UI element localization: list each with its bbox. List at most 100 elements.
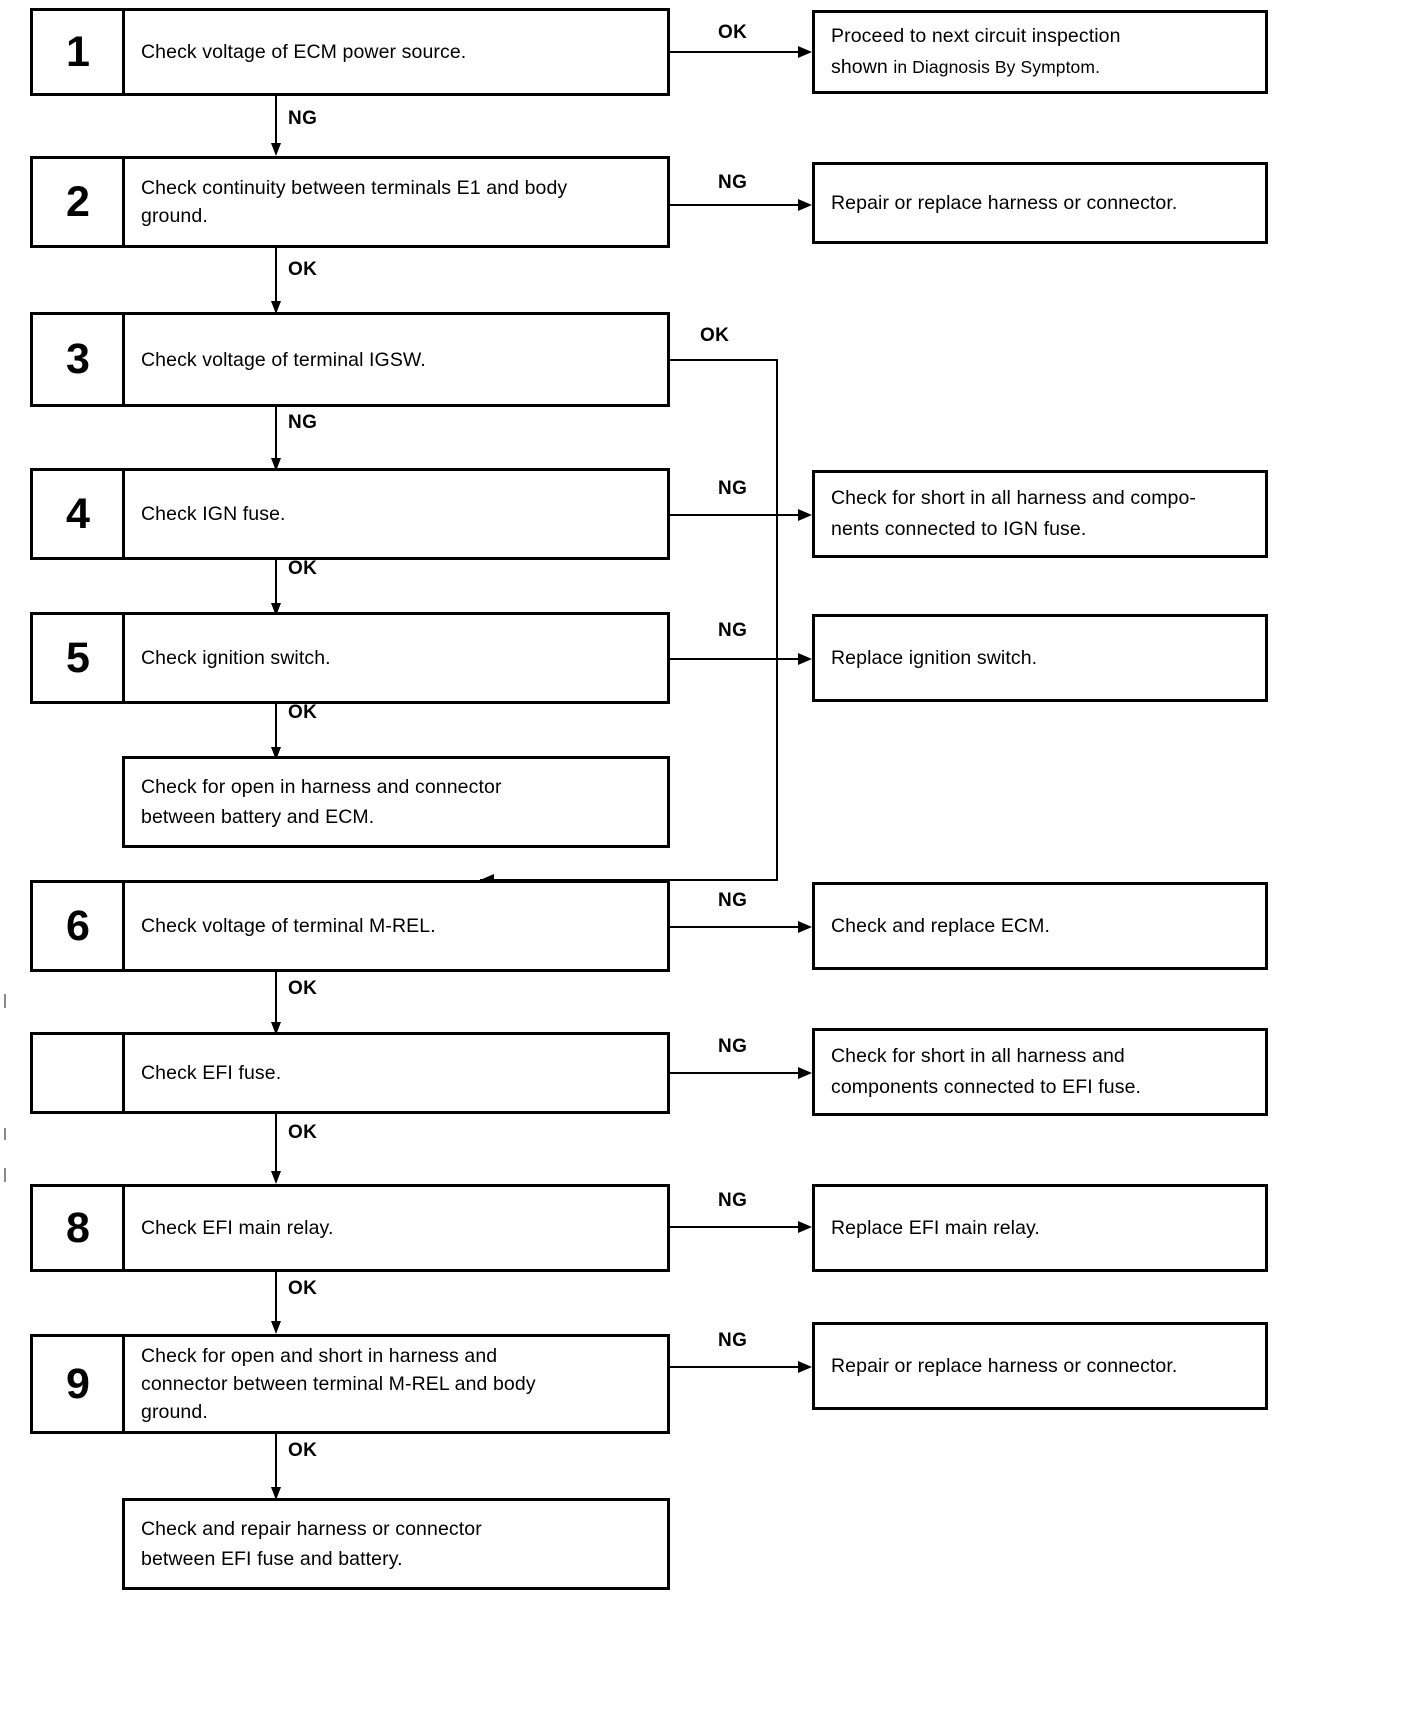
- step-text-6: Check voltage of terminal M-REL.: [141, 915, 436, 937]
- arrowhead-step4-ok: [271, 603, 281, 616]
- result-text-8: Repair or replace harness or connector.: [831, 1354, 1178, 1377]
- step-text-5: Check ignition switch.: [141, 647, 331, 669]
- scan-artifact: [4, 994, 6, 1008]
- step-body-2: Check continuity between terminals E1 an…: [125, 159, 667, 245]
- step-box-6[interactable]: 6 Check voltage of terminal M-REL.: [30, 880, 670, 972]
- step-text-9: Check for open and short in harness and …: [141, 1345, 536, 1423]
- step-number-4: 4: [33, 471, 125, 557]
- connector-step4-ng: [670, 514, 802, 516]
- connector-step1-ng: [275, 96, 277, 146]
- connector-step5-ng: [670, 658, 802, 660]
- step-text-1: Check voltage of ECM power source.: [141, 41, 467, 63]
- step-body-7: Check EFI fuse.: [125, 1035, 667, 1111]
- result-text-5: Check and replace ECM.: [831, 914, 1050, 937]
- connector-step7-ng: [670, 1072, 802, 1074]
- step-number-7: [33, 1035, 125, 1111]
- terminal-text-1: Check for open in harness and connector …: [141, 776, 502, 828]
- connector-step3-ok-vertical: [776, 359, 778, 881]
- step-body-6: Check voltage of terminal M-REL.: [125, 883, 667, 969]
- connector-step1-ok: [670, 51, 802, 53]
- step-number-6: 6: [33, 883, 125, 969]
- arrowhead-step9-ok: [271, 1487, 281, 1500]
- connector-step9-ok: [275, 1434, 277, 1490]
- edge-label-step9-ok: OK: [288, 1440, 318, 1461]
- connector-step9-ng: [670, 1366, 802, 1368]
- terminal-text-2: Check and repair harness or connector be…: [141, 1518, 482, 1570]
- step-number-1: 1: [33, 11, 125, 93]
- result-text-3: Check for short in all harness and compo…: [831, 487, 1197, 540]
- result-box-5[interactable]: Check and replace ECM.: [812, 882, 1268, 970]
- step-text-7: Check EFI fuse.: [141, 1062, 282, 1084]
- step-text-2: Check continuity between terminals E1 an…: [141, 177, 568, 227]
- result-box-8[interactable]: Repair or replace harness or connector.: [812, 1322, 1268, 1410]
- arrowhead-step8-ng: [798, 1221, 812, 1233]
- arrowhead-step9-ng: [798, 1361, 812, 1373]
- step-body-5: Check ignition switch.: [125, 615, 667, 701]
- connector-step8-ng: [670, 1226, 802, 1228]
- edge-label-step4-ok: OK: [288, 558, 318, 579]
- step-box-1[interactable]: 1 Check voltage of ECM power source.: [30, 8, 670, 96]
- arrowhead-step6-ng: [798, 921, 812, 933]
- result-text-6: Check for short in all harness and compo…: [831, 1045, 1142, 1098]
- edge-label-step5-ok: OK: [288, 702, 318, 723]
- step-box-7[interactable]: Check EFI fuse.: [30, 1032, 670, 1114]
- edge-label-step9-ng: NG: [718, 1330, 748, 1351]
- step-box-3[interactable]: 3 Check voltage of terminal IGSW.: [30, 312, 670, 407]
- connector-step8-ok: [275, 1272, 277, 1324]
- edge-label-step8-ok: OK: [288, 1278, 318, 1299]
- edge-label-step2-ok: OK: [288, 259, 318, 280]
- arrowhead-step6-ok: [271, 1022, 281, 1035]
- arrowhead-step5-ng: [798, 653, 812, 665]
- edge-label-step8-ng: NG: [718, 1190, 748, 1211]
- edge-label-step4-ng: NG: [718, 478, 748, 499]
- arrowhead-step5-ok: [271, 747, 281, 760]
- connector-step4-ok: [275, 560, 277, 606]
- terminal-box-2[interactable]: Check and repair harness or connector be…: [122, 1498, 670, 1590]
- edge-label-step6-ok: OK: [288, 978, 318, 999]
- step-body-9: Check for open and short in harness and …: [125, 1337, 667, 1431]
- edge-label-step1-ng: NG: [288, 108, 318, 129]
- step-number-5: 5: [33, 615, 125, 701]
- result-box-4[interactable]: Replace ignition switch.: [812, 614, 1268, 702]
- connector-step6-ng: [670, 926, 802, 928]
- result-box-7[interactable]: Replace EFI main relay.: [812, 1184, 1268, 1272]
- step-box-2[interactable]: 2 Check continuity between terminals E1 …: [30, 156, 670, 248]
- step-box-4[interactable]: 4 Check IGN fuse.: [30, 468, 670, 560]
- step-box-5[interactable]: 5 Check ignition switch.: [30, 612, 670, 704]
- edge-label-step7-ok: OK: [288, 1122, 318, 1143]
- result-text-7: Replace EFI main relay.: [831, 1216, 1040, 1239]
- connector-step2-ok: [275, 248, 277, 304]
- step-text-8: Check EFI main relay.: [141, 1217, 334, 1239]
- arrowhead-step7-ok: [271, 1171, 281, 1184]
- connector-step2-ng: [670, 204, 802, 206]
- edge-label-step5-ng: NG: [718, 620, 748, 641]
- arrowhead-step2-ok: [271, 301, 281, 314]
- result-box-6[interactable]: Check for short in all harness and compo…: [812, 1028, 1268, 1116]
- edge-label-step2-ng: NG: [718, 172, 748, 193]
- connector-step5-ok: [275, 704, 277, 750]
- step-box-9[interactable]: 9 Check for open and short in harness an…: [30, 1334, 670, 1434]
- edge-label-step1-ok: OK: [718, 22, 748, 43]
- terminal-box-1[interactable]: Check for open in harness and connector …: [122, 756, 670, 848]
- edge-label-step7-ng: NG: [718, 1036, 748, 1057]
- connector-step3-ok-horizontal: [670, 359, 778, 361]
- arrowhead-step7-ng: [798, 1067, 812, 1079]
- result-text-4: Replace ignition switch.: [831, 646, 1038, 669]
- result-text-2: Repair or replace harness or connector.: [831, 191, 1178, 214]
- step-number-8: 8: [33, 1187, 125, 1269]
- step-body-4: Check IGN fuse.: [125, 471, 667, 557]
- step-text-4: Check IGN fuse.: [141, 503, 286, 525]
- result-box-2[interactable]: Repair or replace harness or connector.: [812, 162, 1268, 244]
- arrowhead-step3-ng: [271, 458, 281, 471]
- arrowhead-step4-ng: [798, 509, 812, 521]
- connector-step3-ng: [275, 407, 277, 461]
- step-box-8[interactable]: 8 Check EFI main relay.: [30, 1184, 670, 1272]
- step-number-2: 2: [33, 159, 125, 245]
- step-body-1: Check voltage of ECM power source.: [125, 11, 667, 93]
- step-body-3: Check voltage of terminal IGSW.: [125, 315, 667, 404]
- result-box-3[interactable]: Check for short in all harness and compo…: [812, 470, 1268, 558]
- arrowhead-step1-ok: [798, 46, 812, 58]
